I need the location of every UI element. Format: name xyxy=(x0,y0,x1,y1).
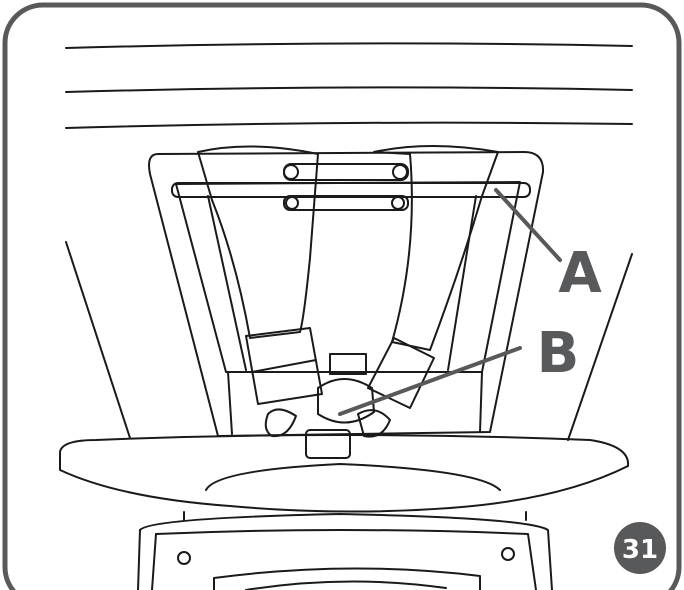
canopy-lines xyxy=(65,42,633,129)
left-strap xyxy=(197,145,323,405)
shoulder-bar xyxy=(171,163,531,211)
step-badge: 31 xyxy=(614,522,666,574)
base-stand xyxy=(137,463,553,590)
callout-a-leader xyxy=(494,188,562,262)
callout-b-leader xyxy=(338,346,522,416)
right-strap xyxy=(367,145,499,409)
harness-buckle xyxy=(264,353,391,459)
step-badge-circle xyxy=(614,522,666,574)
callout-b-label: B xyxy=(537,321,580,386)
bumper-bar xyxy=(59,434,630,513)
side-legs xyxy=(65,241,633,441)
step-number: 31 xyxy=(622,535,658,565)
callout-a-label: A xyxy=(558,241,602,306)
